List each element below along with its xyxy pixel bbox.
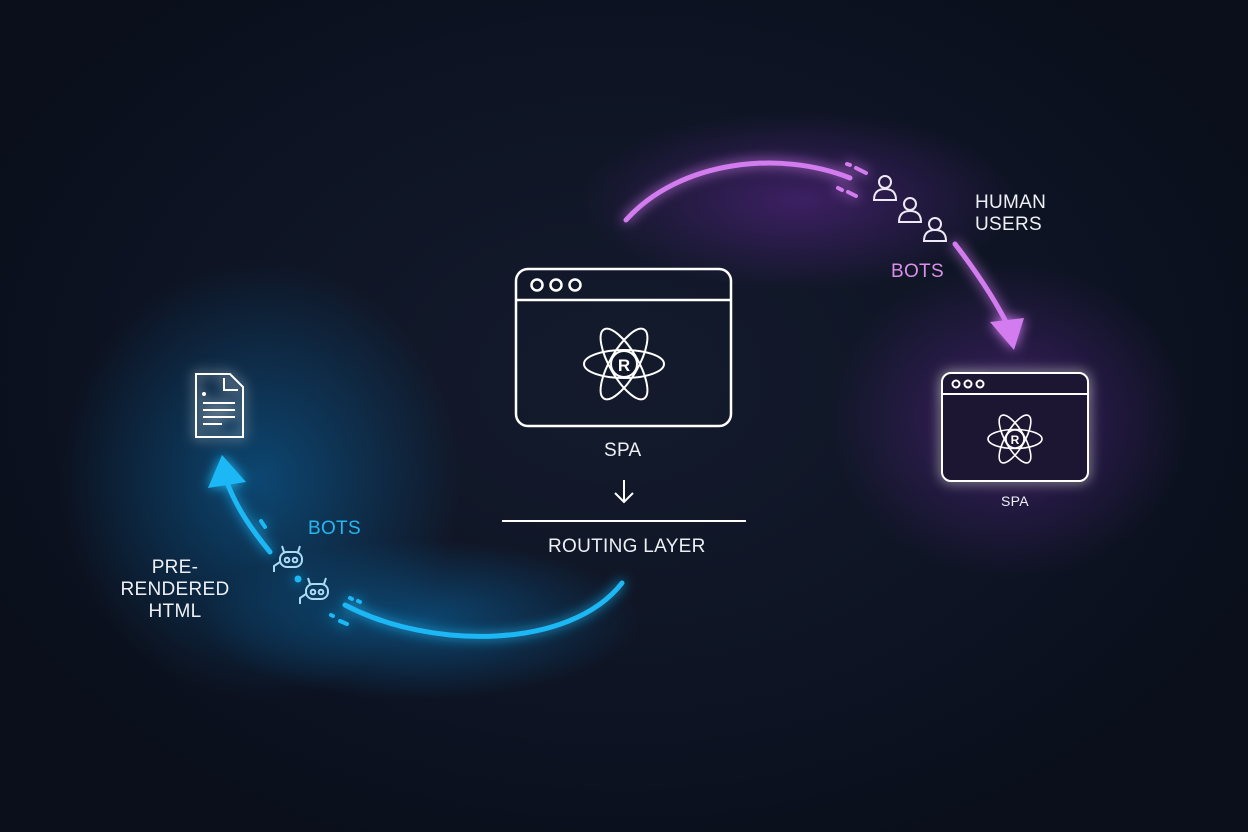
- center-spa-label: SPA: [604, 440, 642, 461]
- pre-rendered-line1: PRE-RENDERED: [120, 557, 230, 600]
- right-logo-letter: R: [1011, 433, 1020, 447]
- routing-layer-label: ROUTING LAYER: [548, 536, 706, 557]
- human-users-label: HUMAN USERS: [975, 192, 1046, 236]
- center-logo-letter: R: [618, 356, 630, 375]
- bot-icons: [273, 545, 329, 604]
- pre-rendered-line2: HTML: [148, 601, 202, 622]
- center-spa-window: [514, 267, 733, 428]
- down-arrow-icon: [614, 480, 634, 504]
- bots-arrow: [208, 455, 625, 639]
- human-users-line1: HUMAN: [975, 192, 1047, 213]
- react-logo-icon: [583, 327, 665, 401]
- document-icon: [195, 373, 244, 438]
- cyan-bots-label: BOTS: [308, 518, 361, 539]
- human-users-line2: USERS: [975, 214, 1042, 235]
- user-icon: [922, 217, 948, 242]
- pre-rendered-html-label: PRE-RENDERED HTML: [100, 557, 250, 623]
- purple-glow-upper: [580, 110, 1020, 290]
- react-logo-icon: [987, 414, 1043, 464]
- user-icon: [897, 197, 923, 223]
- right-spa-window: [941, 372, 1089, 482]
- human-users-arrow: [623, 160, 1024, 350]
- cyan-glow-lower: [200, 540, 640, 700]
- user-icon: [872, 175, 898, 201]
- purple-bots-label: BOTS: [891, 261, 944, 282]
- bot-icon: [299, 577, 329, 604]
- user-icons: [872, 175, 948, 242]
- right-spa-label: SPA: [1001, 493, 1029, 509]
- bot-icon: [273, 545, 303, 572]
